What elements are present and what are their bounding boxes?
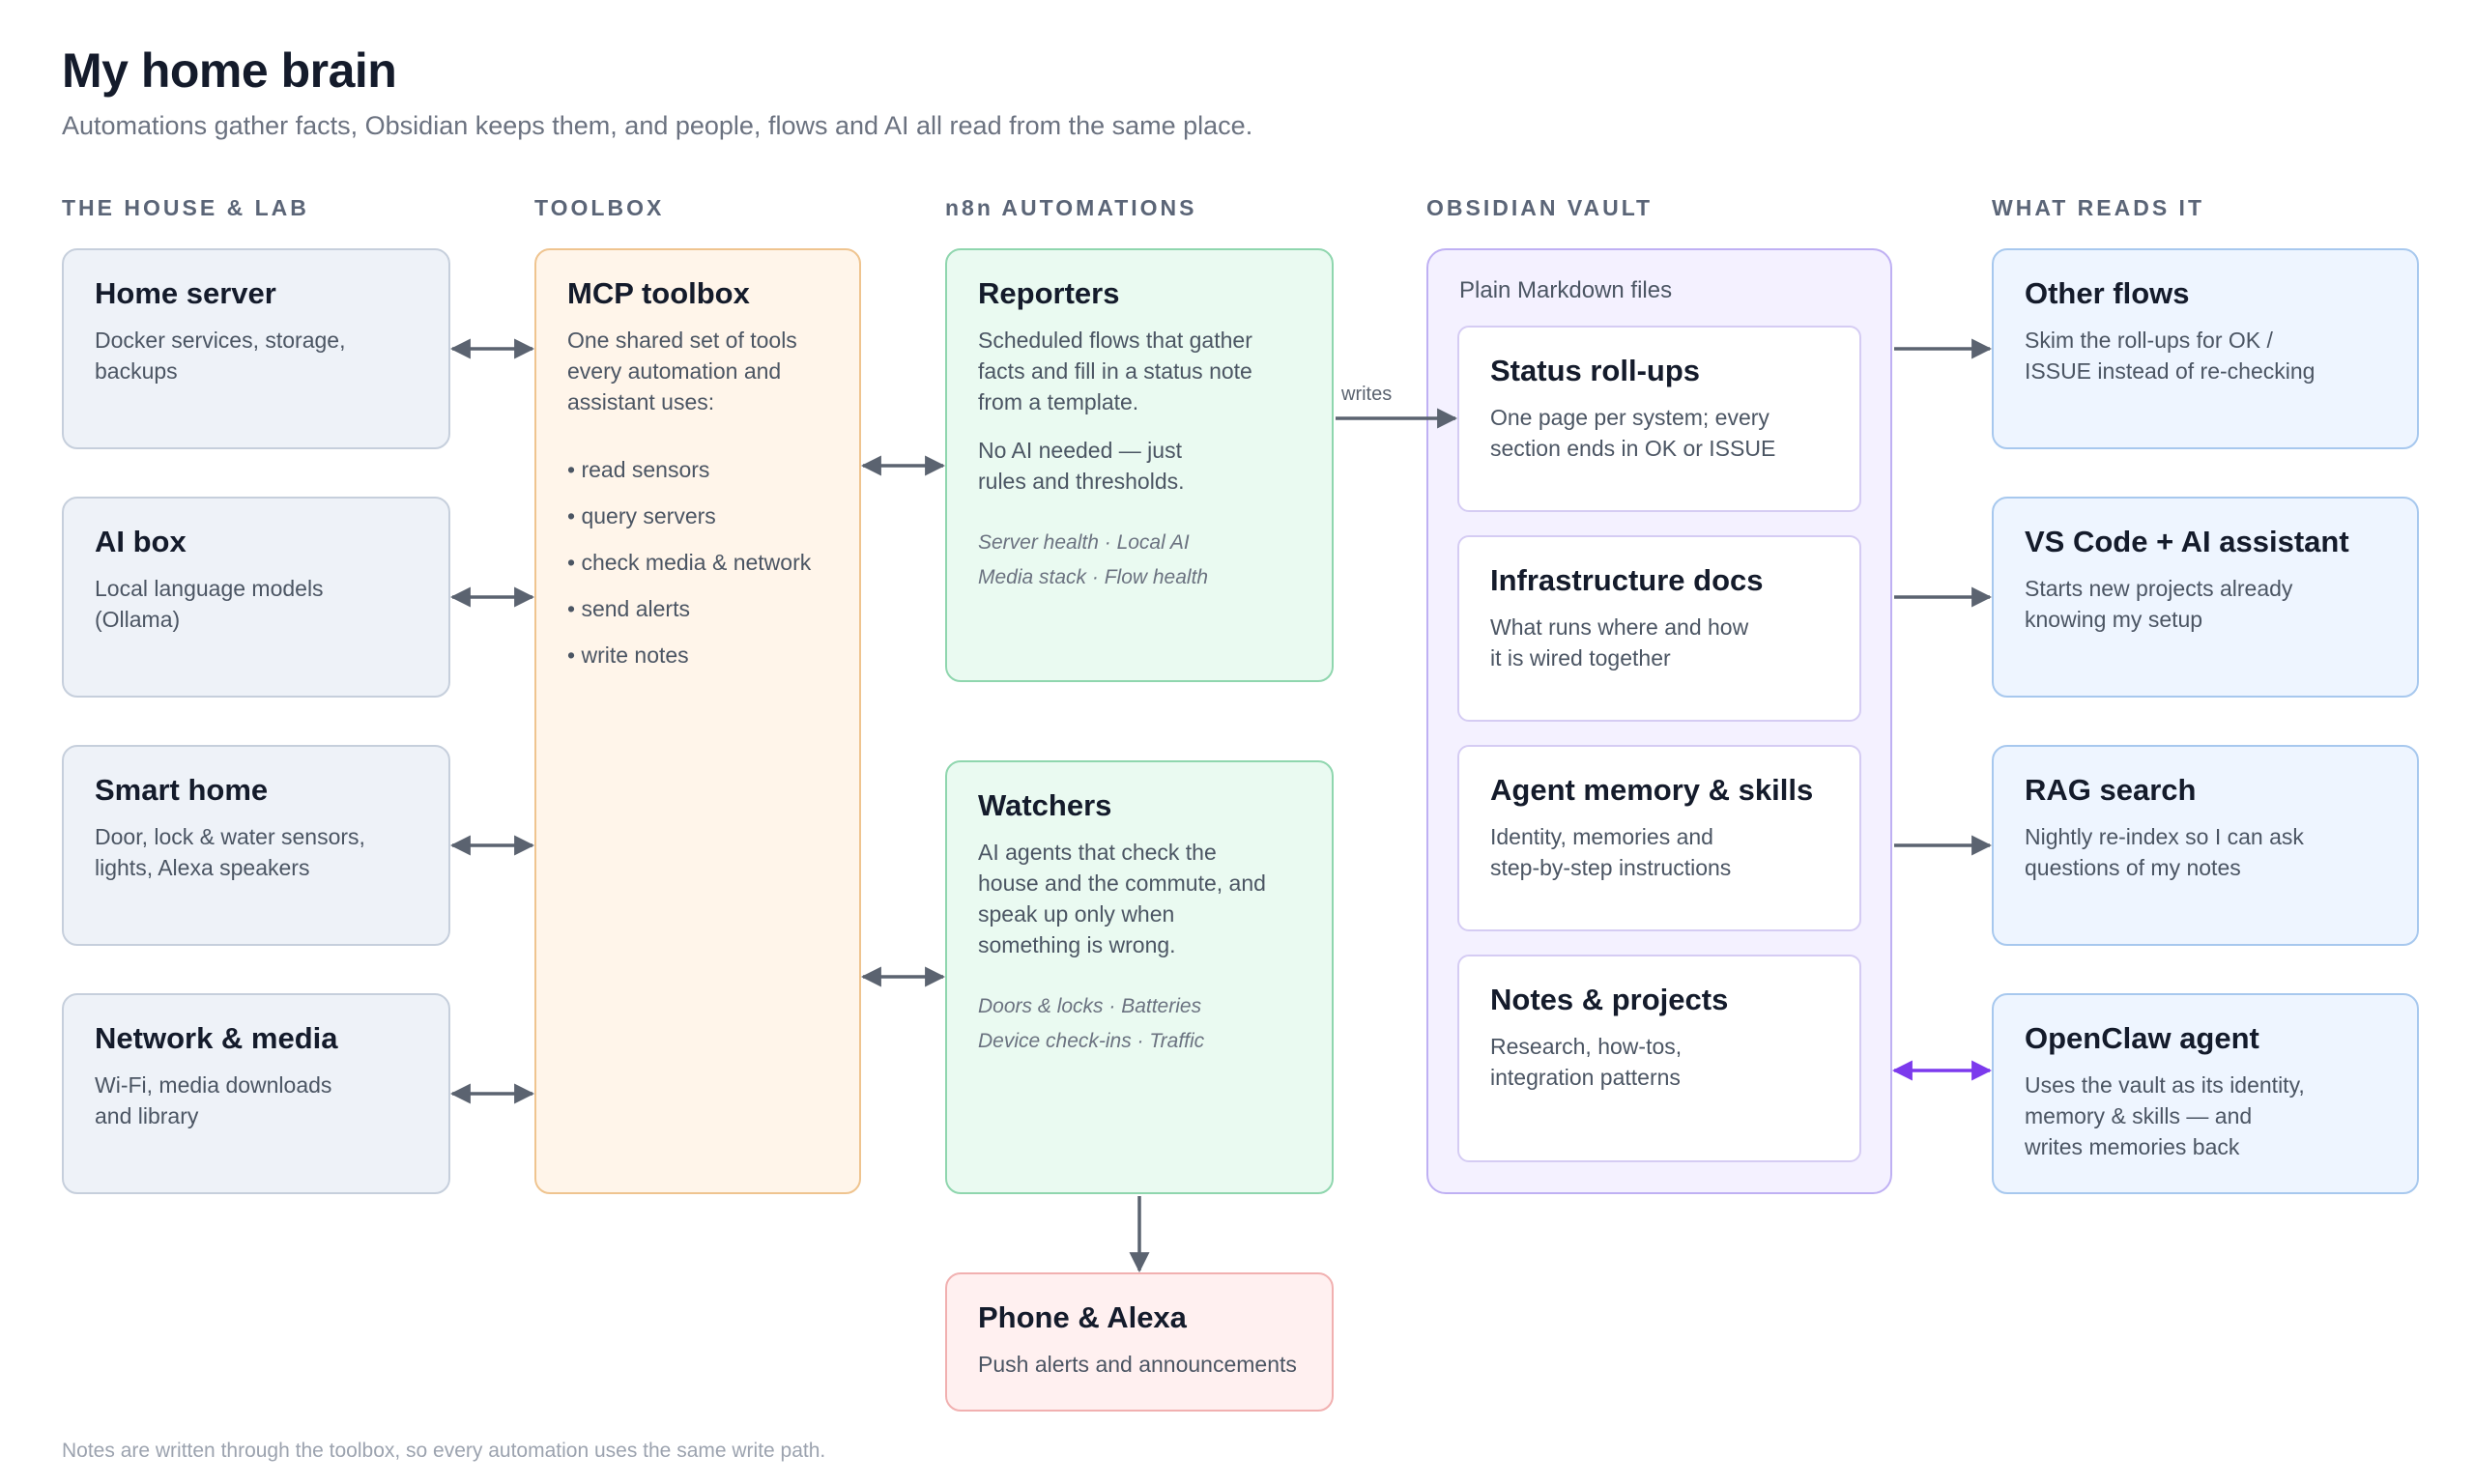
column-heading-vault: OBSIDIAN VAULT xyxy=(1426,195,1654,220)
phone-alexa-card[interactable]: Phone & Alexa Push alerts and announceme… xyxy=(945,1272,1334,1412)
note-title: Infrastructure docs xyxy=(1490,563,1764,597)
vault-note-status-rollups[interactable]: Status roll-ups One page per system; eve… xyxy=(1457,326,1861,512)
page-subtitle: Automations gather facts, Obsidian keeps… xyxy=(62,111,1253,140)
card-title: Home server xyxy=(95,276,276,310)
toolbox-description: One shared set of tools every automation… xyxy=(567,328,797,415)
page-title: My home brain xyxy=(62,43,397,98)
vault-label: Plain Markdown files xyxy=(1459,277,1673,303)
note-description: What runs where and how it is wired toge… xyxy=(1490,614,1749,671)
card-description: Docker services, storage, backups xyxy=(95,328,346,385)
edge-label-writes: writes xyxy=(1340,384,1392,405)
house-card-smart-home[interactable]: Smart home Door, lock & water sensors, l… xyxy=(62,745,450,946)
note-description: Research, how-tos, integration patterns xyxy=(1490,1034,1683,1091)
toolbox-card[interactable]: MCP toolbox One shared set of tools ever… xyxy=(534,248,861,1194)
note-description: One page per system; every section ends … xyxy=(1490,405,1776,462)
phone-description: Push alerts and announcements xyxy=(978,1352,1297,1378)
vault-note-infrastructure-docs[interactable]: Infrastructure docs What runs where and … xyxy=(1457,535,1861,722)
card-title: Network & media xyxy=(95,1021,338,1055)
reporters-tags: Media stack · Flow health xyxy=(978,566,1209,589)
reporters-tags: Server health · Local AI xyxy=(978,531,1190,555)
note-title: Status roll-ups xyxy=(1490,354,1701,387)
reporters-card[interactable]: Reporters Scheduled flows that gather fa… xyxy=(945,248,1334,682)
watchers-title: Watchers xyxy=(978,788,1112,822)
note-title: Notes & projects xyxy=(1490,983,1729,1016)
card-title: OpenClaw agent xyxy=(2025,1021,2259,1055)
watchers-tags: Device check-ins · Traffic xyxy=(978,1030,1205,1053)
card-description: Wi-Fi, media downloads and library xyxy=(95,1072,332,1129)
card-title: RAG search xyxy=(2025,773,2197,807)
tool-item: send alerts xyxy=(567,585,828,632)
footer-note: Notes are written through the toolbox, s… xyxy=(62,1440,826,1462)
reporters-description: Scheduled flows that gather facts and fi… xyxy=(978,328,1252,415)
house-card-ai-box[interactable]: AI box Local language models (Ollama) xyxy=(62,497,450,698)
card-title: Smart home xyxy=(95,773,269,807)
card-description: Local language models (Ollama) xyxy=(95,576,324,633)
watchers-tags: Doors & locks · Batteries xyxy=(978,995,1202,1018)
card-description: Nightly re-index so I can ask questions … xyxy=(2025,824,2304,881)
reader-card-vscode-ai[interactable]: VS Code + AI assistant Starts new projec… xyxy=(1992,497,2419,698)
column-heading-readers: WHAT READS IT xyxy=(1992,195,2205,220)
house-card-home-server[interactable]: Home server Docker services, storage, ba… xyxy=(62,248,450,449)
tool-item: check media & network xyxy=(567,539,828,585)
note-title: Agent memory & skills xyxy=(1490,773,1814,807)
vault-note-notes-projects[interactable]: Notes & projects Research, how-tos, inte… xyxy=(1457,955,1861,1162)
card-description: Starts new projects already knowing my s… xyxy=(2025,576,2293,633)
card-title: Other flows xyxy=(2025,276,2190,310)
toolbox-title: MCP toolbox xyxy=(567,276,750,310)
column-heading-toolbox: TOOLBOX xyxy=(534,195,665,220)
tool-item: query servers xyxy=(567,493,828,539)
reader-card-other-flows[interactable]: Other flows Skim the roll-ups for OK / I… xyxy=(1992,248,2419,449)
card-description: Uses the vault as its identity, memory &… xyxy=(2025,1072,2305,1160)
phone-title: Phone & Alexa xyxy=(978,1300,1187,1334)
card-title: AI box xyxy=(95,525,187,558)
tool-item: write notes xyxy=(567,632,828,678)
watchers-description: AI agents that check the house and the c… xyxy=(978,840,1266,958)
tool-item: read sensors xyxy=(567,446,828,493)
note-description: Identity, memories and step-by-step inst… xyxy=(1490,824,1732,881)
column-heading-house: THE HOUSE & LAB xyxy=(62,195,309,220)
vault-note-agent-memory-skills[interactable]: Agent memory & skills Identity, memories… xyxy=(1457,745,1861,931)
reader-card-rag-search[interactable]: RAG search Nightly re-index so I can ask… xyxy=(1992,745,2419,946)
reporters-note: No AI needed — just rules and thresholds… xyxy=(978,438,1185,495)
card-description: Skim the roll-ups for OK / ISSUE instead… xyxy=(2025,328,2316,385)
reporters-title: Reporters xyxy=(978,276,1120,310)
house-card-network-media[interactable]: Network & media Wi-Fi, media downloads a… xyxy=(62,993,450,1194)
watchers-card[interactable]: Watchers AI agents that check the house … xyxy=(945,760,1334,1194)
reader-card-openclaw-agent[interactable]: OpenClaw agent Uses the vault as its ide… xyxy=(1992,993,2419,1194)
card-title: VS Code + AI assistant xyxy=(2025,525,2349,558)
toolbox-tool-list: read sensors query servers check media &… xyxy=(567,446,828,678)
card-description: Door, lock & water sensors, lights, Alex… xyxy=(95,824,365,881)
column-heading-automations: n8n AUTOMATIONS xyxy=(945,195,1197,220)
